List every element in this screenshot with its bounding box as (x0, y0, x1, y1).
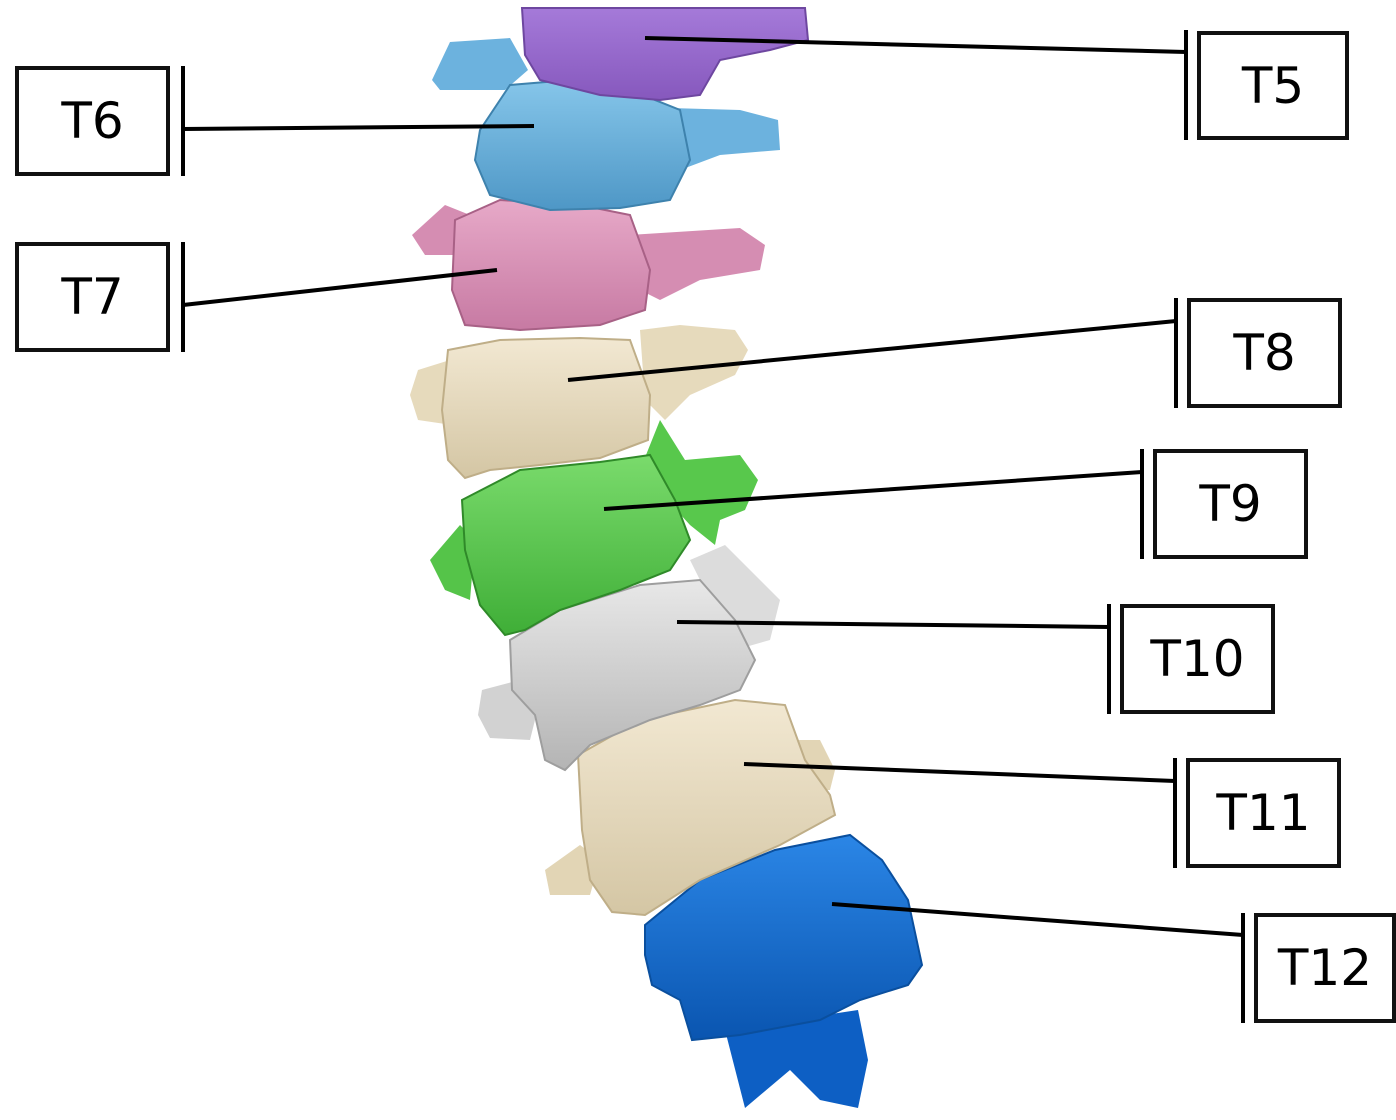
label-t8: T8 (1187, 298, 1342, 408)
vertebra-t7 (412, 200, 765, 330)
label-t9: T9 (1153, 449, 1308, 559)
vertebra-t8 (410, 325, 748, 478)
label-t12: T12 (1254, 913, 1396, 1023)
label-t5: T5 (1197, 31, 1349, 140)
label-t6: T6 (15, 66, 170, 176)
label-t10: T10 (1120, 604, 1275, 714)
label-t7: T7 (15, 242, 170, 352)
leader-t7 (183, 270, 497, 305)
vertebra-t5 (522, 8, 808, 100)
label-t11: T11 (1186, 758, 1341, 868)
